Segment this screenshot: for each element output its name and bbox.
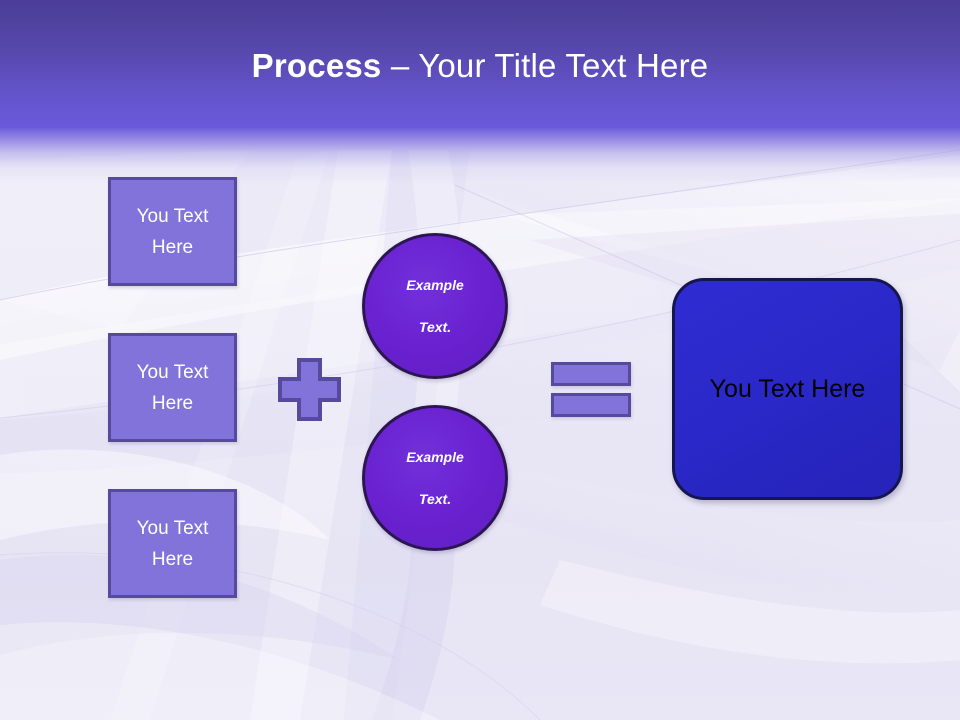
input-box-1[interactable]: You Text Here [108, 177, 237, 286]
slide-header-fade [0, 127, 960, 183]
page-title-separator: – [381, 47, 419, 84]
equals-icon-bar-bottom [551, 393, 631, 417]
example-circle-2-text: Example Text. [406, 447, 464, 510]
input-box-3[interactable]: You Text Here [108, 489, 237, 598]
result-box[interactable]: You Text Here [672, 278, 903, 500]
example-circle-1-text: Example Text. [406, 275, 464, 338]
result-box-label: You Text Here [709, 375, 866, 403]
example-circle-2-line1: Example [406, 448, 464, 465]
example-circle-1-line2: Text. [418, 318, 452, 335]
slide-header-band [0, 0, 960, 127]
plus-icon [277, 357, 342, 422]
page-title: Process – Your Title Text Here [0, 46, 960, 86]
example-circle-1[interactable]: Example Text. [362, 233, 508, 379]
page-title-bold: Process [251, 47, 382, 84]
input-box-3-label: You Text Here [136, 517, 209, 570]
input-box-2[interactable]: You Text Here [108, 333, 237, 442]
example-circle-1-line1: Example [406, 276, 464, 293]
input-box-2-label: You Text Here [136, 361, 209, 414]
page-title-rest: Your Title Text Here [418, 47, 709, 84]
equals-icon-bar-top [551, 362, 631, 386]
example-circle-2-line2: Text. [418, 490, 452, 507]
example-circle-2[interactable]: Example Text. [362, 405, 508, 551]
input-box-1-label: You Text Here [136, 205, 209, 258]
